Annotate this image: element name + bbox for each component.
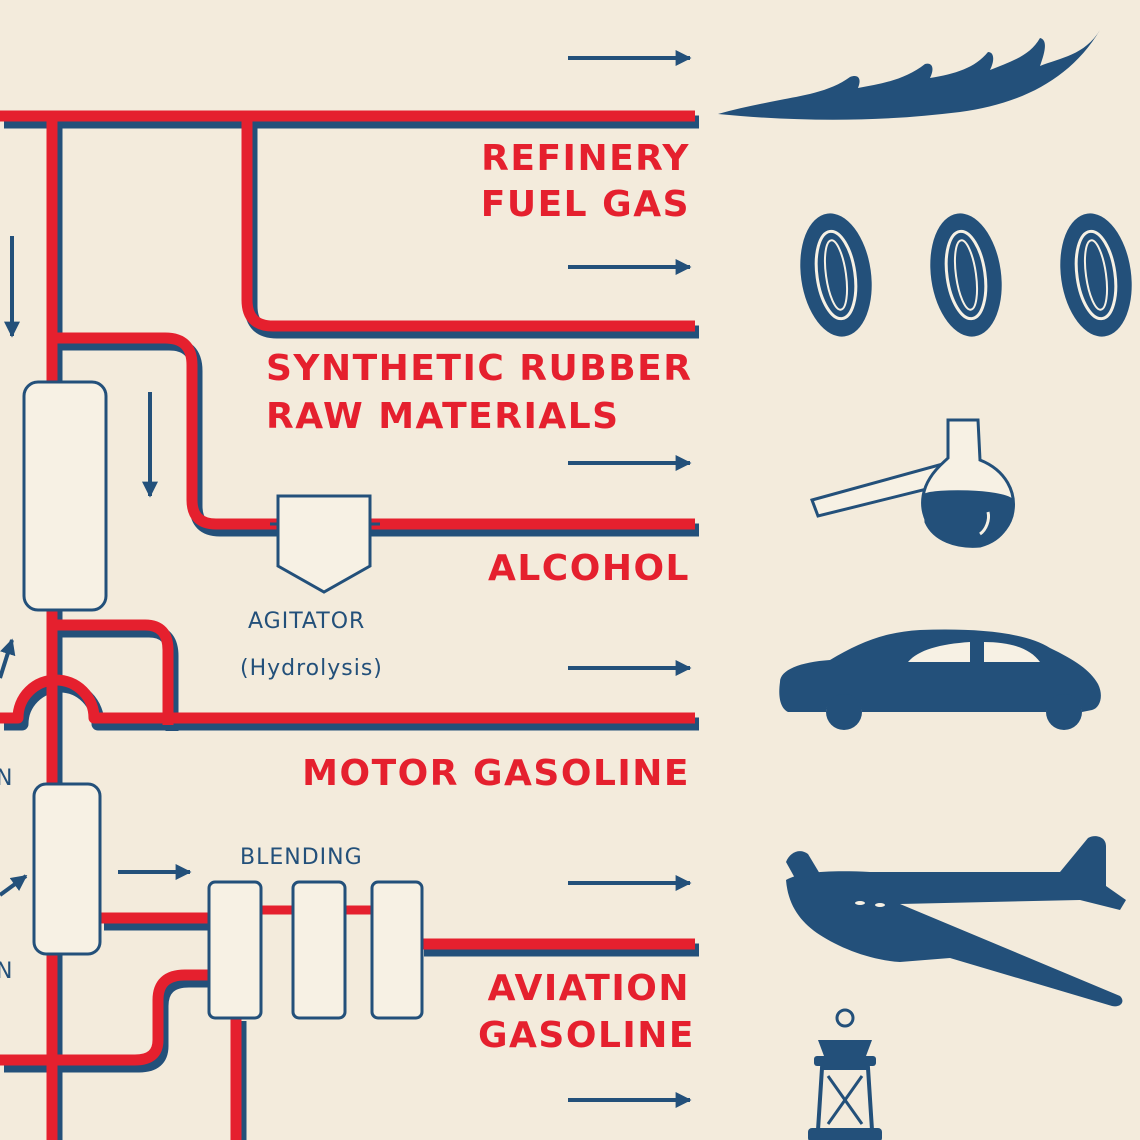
- blending-tank-2: [291, 880, 347, 1020]
- separator-vessel: [32, 782, 102, 956]
- airplane-icon: [786, 836, 1126, 1007]
- blending-tank-1: [207, 880, 263, 1020]
- fractionating-column: [22, 380, 108, 612]
- car-icon: [779, 629, 1101, 730]
- edge-fragment-n: N: [0, 766, 13, 791]
- flow-arrows: [0, 50, 692, 1108]
- label-hydrolysis: (Hydrolysis): [240, 656, 383, 681]
- unit-labels: AGITATOR (Hydrolysis) BLENDING N N: [0, 609, 383, 984]
- product-labels: REFINERY FUEL GAS SYNTHETIC RUBBER RAW M…: [266, 138, 695, 1056]
- label-alcohol: ALCOHOL: [488, 548, 690, 589]
- lantern-icon: [808, 1008, 882, 1140]
- flame-icon: [718, 30, 1100, 120]
- label-agitator: AGITATOR: [248, 609, 365, 634]
- label-gasoline: GASOLINE: [478, 1015, 695, 1056]
- label-motor-gasoline: MOTOR GASOLINE: [302, 753, 690, 794]
- tires-icon: [800, 213, 1132, 337]
- pipe-network: [0, 110, 699, 1140]
- edge-fragment-n: N: [0, 959, 13, 984]
- label-aviation: AVIATION: [488, 968, 690, 1009]
- label-fuel-gas: FUEL GAS: [481, 184, 690, 225]
- label-blending: BLENDING: [240, 845, 363, 870]
- arrow-diagonal-icon: [0, 874, 28, 897]
- arrow-diagonal-icon: [0, 638, 16, 679]
- blending-tank-3: [370, 880, 424, 1020]
- equipment: [22, 380, 424, 1020]
- label-refinery: REFINERY: [481, 138, 690, 179]
- label-raw-materials: RAW MATERIALS: [266, 396, 620, 437]
- agitator-tank: [270, 494, 380, 594]
- label-synthetic-rubber: SYNTHETIC RUBBER: [266, 348, 692, 389]
- flask-icon: [810, 418, 1015, 548]
